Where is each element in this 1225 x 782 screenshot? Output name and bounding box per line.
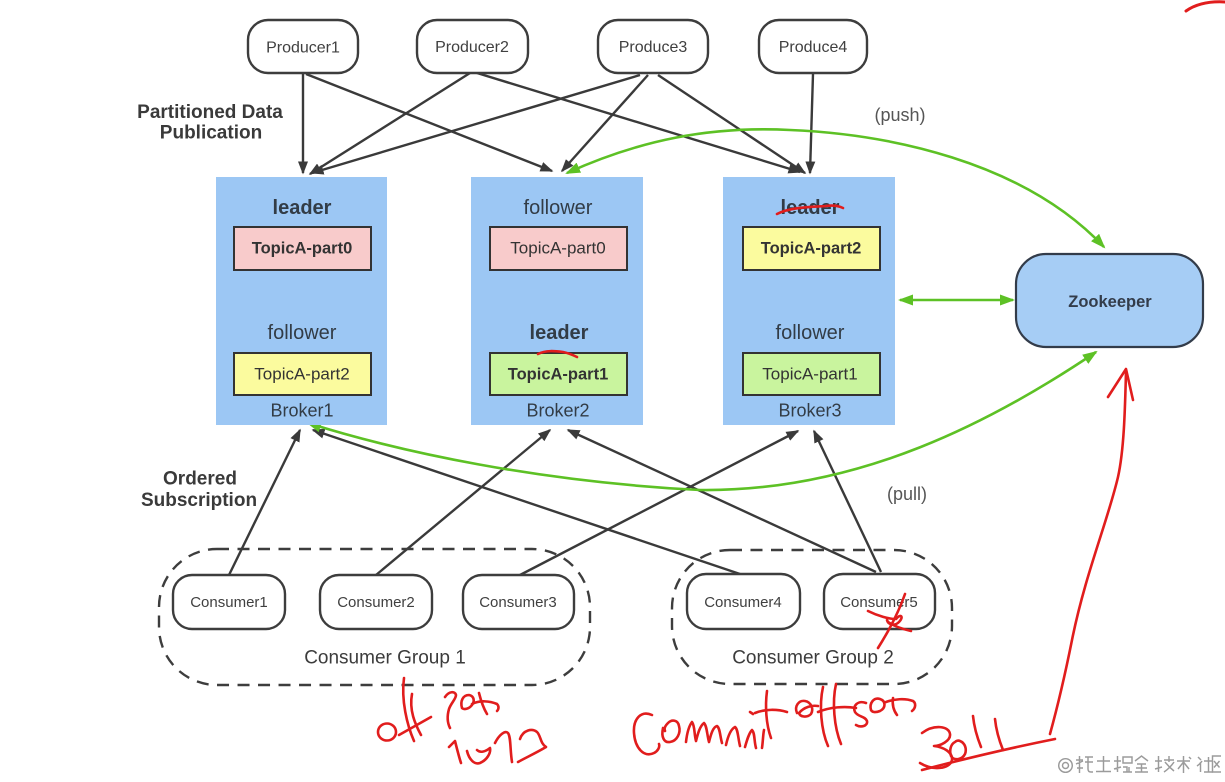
svg-text:Consumer2: Consumer2 <box>337 594 415 611</box>
svg-text:TopicA-part1: TopicA-part1 <box>508 366 609 384</box>
svg-text:Producer1: Producer1 <box>266 40 340 57</box>
svg-text:Producer2: Producer2 <box>435 39 509 56</box>
svg-text:TopicA-part2: TopicA-part2 <box>761 240 862 258</box>
svg-text:Partitioned Data: Partitioned Data <box>137 102 283 123</box>
svg-text:TopicA-part0: TopicA-part0 <box>252 240 353 258</box>
svg-text:Subscription: Subscription <box>141 490 257 511</box>
svg-text:TopicA-part0: TopicA-part0 <box>510 239 605 258</box>
svg-text:Consumer3: Consumer3 <box>479 594 557 611</box>
svg-text:Broker3: Broker3 <box>778 401 841 421</box>
svg-text:Ordered: Ordered <box>163 469 237 490</box>
svg-text:Publication: Publication <box>160 123 262 144</box>
svg-text:follower: follower <box>524 197 593 219</box>
svg-text:leader: leader <box>530 322 589 344</box>
svg-text:follower: follower <box>268 322 337 344</box>
svg-text:follower: follower <box>776 322 845 344</box>
svg-text:TopicA-part2: TopicA-part2 <box>254 365 349 384</box>
svg-text:Broker2: Broker2 <box>526 401 589 421</box>
svg-text:TopicA-part1: TopicA-part1 <box>762 365 857 384</box>
svg-text:Consumer5: Consumer5 <box>840 594 918 611</box>
svg-text:Consumer Group 2: Consumer Group 2 <box>732 648 894 669</box>
svg-text:(push): (push) <box>874 105 925 125</box>
svg-text:Consumer1: Consumer1 <box>190 594 268 611</box>
svg-text:Zookeeper: Zookeeper <box>1068 293 1152 311</box>
svg-text:Produce4: Produce4 <box>779 39 848 56</box>
svg-text:leader: leader <box>273 197 332 219</box>
svg-text:Consumer4: Consumer4 <box>704 594 782 611</box>
svg-text:Broker1: Broker1 <box>270 401 333 421</box>
svg-text:(pull): (pull) <box>887 484 927 504</box>
svg-text:Produce3: Produce3 <box>619 39 688 56</box>
svg-text:Consumer Group 1: Consumer Group 1 <box>304 648 466 669</box>
